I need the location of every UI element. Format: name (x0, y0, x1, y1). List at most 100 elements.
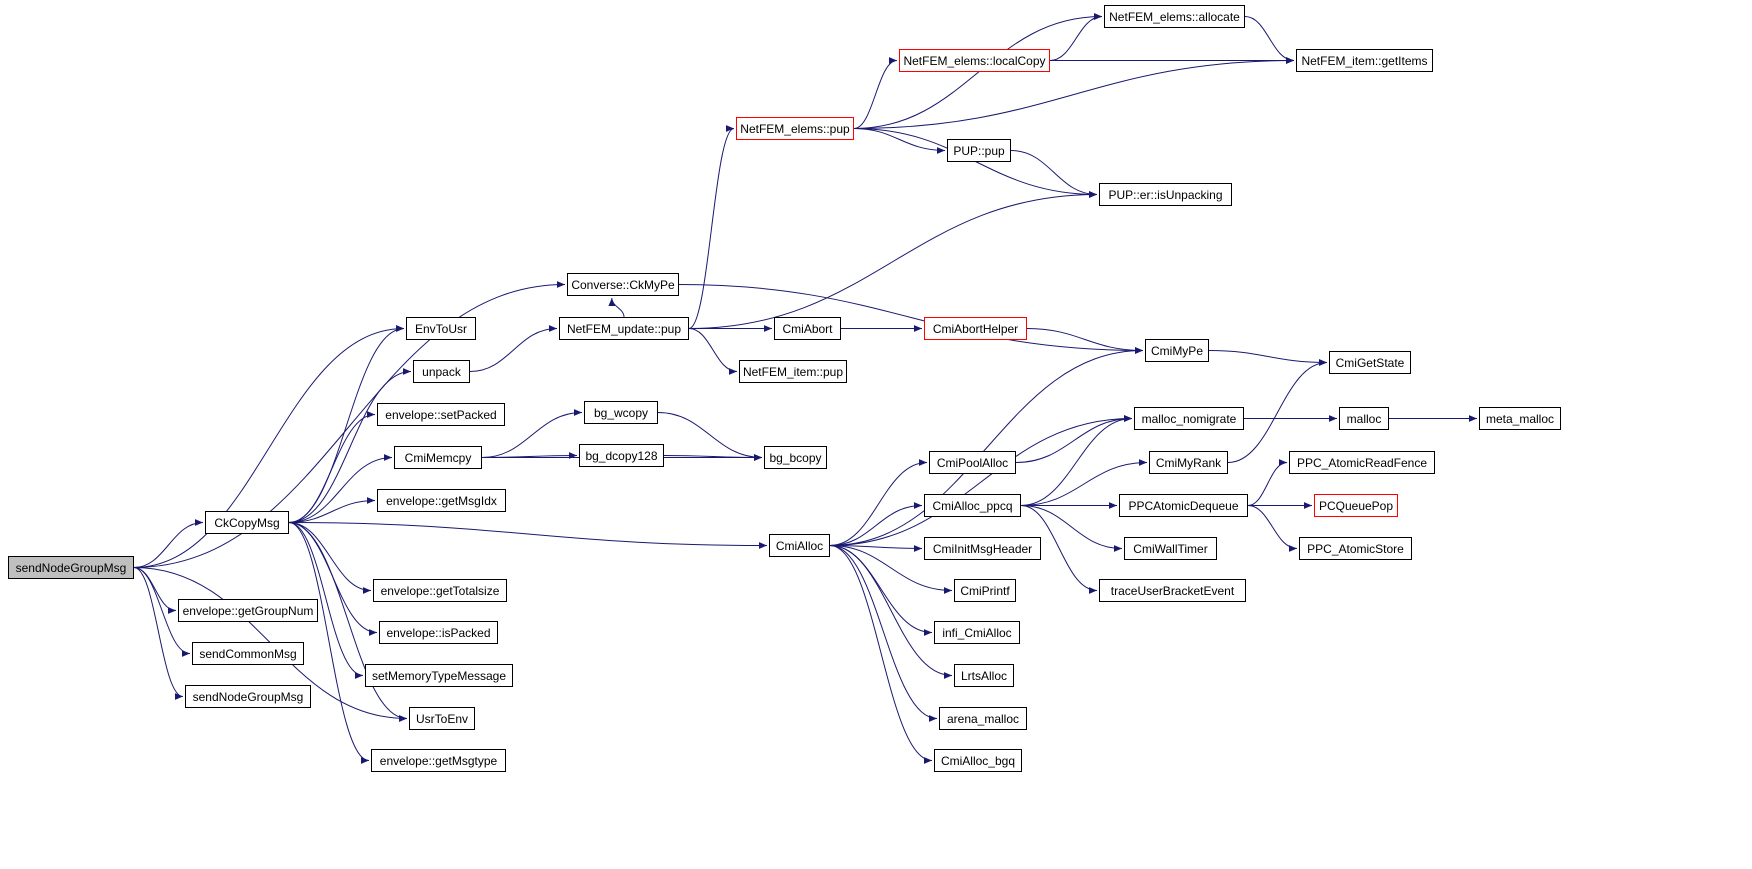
edge-CmiPoolAlloc-to-malloc_nomigrate (1015, 415, 1133, 463)
edge-NetFEM_elems_pup-to-NetFEM_elems_localCopy (853, 57, 898, 129)
graph-node-label: CmiAbort (782, 321, 833, 336)
graph-node-envelope_getGroupNum[interactable]: envelope::getGroupNum (178, 599, 318, 622)
graph-node-CmiAbortHelper[interactable]: CmiAbortHelper (924, 317, 1027, 340)
graph-node-label: PPC_AtomicStore (1307, 541, 1404, 556)
graph-node-arena_malloc[interactable]: arena_malloc (939, 707, 1027, 730)
graph-node-unpack[interactable]: unpack (413, 360, 470, 383)
graph-node-meta_malloc[interactable]: meta_malloc (1479, 407, 1561, 430)
graph-node-malloc_nomigrate[interactable]: malloc_nomigrate (1134, 407, 1244, 430)
graph-node-Converse_CkMyPe[interactable]: Converse::CkMyPe (567, 273, 679, 296)
graph-node-envelope_getTotalsize[interactable]: envelope::getTotalsize (373, 579, 507, 602)
graph-node-malloc[interactable]: malloc (1339, 407, 1389, 430)
graph-node-CmiAlloc_bgq[interactable]: CmiAlloc_bgq (934, 749, 1022, 772)
edge-CmiAlloc-to-CmiAlloc_bgq (829, 545, 933, 764)
graph-node-NetFEM_elems_pup[interactable]: NetFEM_elems::pup (736, 117, 854, 140)
edge-NetFEM_elems_pup-to-NetFEM_item_getItems (853, 57, 1295, 129)
edge-CmiMyPe-to-CmiGetState (1208, 350, 1328, 366)
edge-CkCopyMsg-to-envelope_getMsgtype (288, 522, 370, 764)
edge-CmiAlloc-to-arena_malloc (829, 545, 938, 722)
graph-node-infi_CmiAlloc[interactable]: infi_CmiAlloc (934, 621, 1020, 644)
graph-node-CmiGetState[interactable]: CmiGetState (1329, 351, 1411, 374)
graph-node-CmiInitMsgHeader[interactable]: CmiInitMsgHeader (924, 537, 1041, 560)
graph-node-label: envelope::isPacked (386, 625, 491, 640)
graph-node-CmiPrintf[interactable]: CmiPrintf (954, 579, 1016, 602)
edge-CkCopyMsg-to-setMemoryTypeMessage (288, 522, 364, 679)
graph-node-label: CmiGetState (1335, 355, 1405, 370)
graph-node-PUP_er_isUnpacking[interactable]: PUP::er::isUnpacking (1099, 183, 1232, 206)
edge-root-to-EnvToUsr (133, 325, 405, 568)
graph-node-CmiMemcpy[interactable]: CmiMemcpy (394, 446, 482, 469)
graph-node-envelope_getMsgIdx[interactable]: envelope::getMsgIdx (377, 489, 506, 512)
edge-CmiAlloc-to-CmiAlloc_ppcq (829, 502, 923, 546)
graph-node-bg_bcopy[interactable]: bg_bcopy (764, 446, 827, 469)
graph-node-label: PPCAtomicDequeue (1128, 498, 1239, 513)
graph-node-label: NetFEM_item::pup (742, 364, 844, 379)
graph-node-NetFEM_item_pup[interactable]: NetFEM_item::pup (739, 360, 847, 383)
graph-node-label: infi_CmiAlloc (942, 625, 1012, 640)
graph-node-CmiAlloc[interactable]: CmiAlloc (769, 534, 830, 557)
graph-node-bg_dcopy128[interactable]: bg_dcopy128 (579, 444, 664, 467)
graph-node-envelope_setPacked[interactable]: envelope::setPacked (377, 403, 505, 426)
graph-node-traceUserBracketEvent[interactable]: traceUserBracketEvent (1099, 579, 1246, 602)
graph-node-label: NetFEM_item::getItems (1301, 53, 1428, 68)
graph-node-CmiPoolAlloc[interactable]: CmiPoolAlloc (929, 451, 1016, 474)
graph-node-envelope_getMsgtype[interactable]: envelope::getMsgtype (371, 749, 506, 772)
edge-Converse_CkMyPe-to-CmiMyPe (678, 284, 1144, 354)
graph-node-CmiMyRank[interactable]: CmiMyRank (1149, 451, 1228, 474)
graph-node-label: bg_dcopy128 (585, 448, 658, 463)
graph-node-label: envelope::getGroupNum (182, 603, 314, 618)
graph-node-CmiAbort[interactable]: CmiAbort (774, 317, 841, 340)
graph-node-NetFEM_elems_localCopy[interactable]: NetFEM_elems::localCopy (899, 49, 1050, 72)
graph-node-PUP_pup[interactable]: PUP::pup (947, 139, 1011, 162)
graph-node-sendCommonMsg[interactable]: sendCommonMsg (192, 642, 304, 665)
graph-node-CkCopyMsg[interactable]: CkCopyMsg (205, 511, 289, 534)
graph-node-PCQueuePop[interactable]: PCQueuePop (1314, 494, 1398, 517)
graph-node-PPC_AtomicReadFence[interactable]: PPC_AtomicReadFence (1289, 451, 1435, 474)
edge-CkCopyMsg-to-CmiMemcpy (288, 454, 393, 523)
graph-node-NetFEM_item_getItems[interactable]: NetFEM_item::getItems (1296, 49, 1433, 72)
edge-CmiAlloc-to-malloc_nomigrate (829, 415, 1133, 546)
graph-node-label: meta_malloc (1485, 411, 1555, 426)
graph-node-CmiAlloc_ppcq[interactable]: CmiAlloc_ppcq (924, 494, 1021, 517)
edge-NetFEM_update_pup-to-PUP_er_isUnpacking (688, 191, 1098, 329)
graph-node-label: CmiPoolAlloc (936, 455, 1009, 470)
edge-root-to-CkCopyMsg (133, 519, 204, 568)
graph-node-label: envelope::getMsgtype (379, 753, 498, 768)
graph-node-label: unpack (422, 364, 461, 379)
graph-node-NetFEM_update_pup[interactable]: NetFEM_update::pup (559, 317, 689, 340)
graph-node-bg_wcopy[interactable]: bg_wcopy (584, 401, 658, 424)
edge-bg_dcopy128-to-bg_bcopy (663, 454, 763, 461)
graph-node-label: NetFEM_elems::allocate (1109, 9, 1240, 24)
graph-node-EnvToUsr[interactable]: EnvToUsr (406, 317, 476, 340)
edge-CkCopyMsg-to-envelope_getTotalsize (288, 522, 372, 594)
graph-node-LrtsAlloc[interactable]: LrtsAlloc (954, 664, 1014, 687)
edge-group (133, 13, 1477, 764)
graph-node-UsrToEnv[interactable]: UsrToEnv (409, 707, 475, 730)
edge-CkCopyMsg-to-unpack (288, 368, 412, 523)
edge-NetFEM_update_pup-to-Converse_CkMyPe (608, 297, 625, 318)
graph-node-PPC_AtomicStore[interactable]: PPC_AtomicStore (1299, 537, 1412, 560)
graph-node-CmiWallTimer[interactable]: CmiWallTimer (1124, 537, 1217, 560)
graph-node-label: NetFEM_elems::localCopy (903, 53, 1046, 68)
graph-node-sendNodeGroupMsg2[interactable]: sendNodeGroupMsg (185, 685, 311, 708)
graph-node-NetFEM_elems_allocate[interactable]: NetFEM_elems::allocate (1104, 5, 1245, 28)
graph-node-label: bg_wcopy (593, 405, 649, 420)
edge-CmiMyRank-to-CmiGetState (1227, 359, 1328, 463)
edge-CmiAlloc_ppcq-to-malloc_nomigrate (1020, 415, 1133, 506)
edge-root-to-sendCommonMsg (133, 567, 191, 657)
edge-CmiAlloc-to-CmiMyPe (829, 347, 1144, 546)
edge-NetFEM_update_pup-to-NetFEM_elems_pup (688, 125, 735, 329)
graph-node-root[interactable]: sendNodeGroupMsg (8, 556, 134, 579)
graph-node-PPCAtomicDequeue[interactable]: PPCAtomicDequeue (1119, 494, 1248, 517)
graph-node-label: malloc (1346, 411, 1382, 426)
edge-CmiMemcpy-to-bg_wcopy (481, 409, 583, 458)
edge-NetFEM_elems_pup-to-PUP_pup (853, 128, 946, 154)
graph-node-envelope_isPacked[interactable]: envelope::isPacked (379, 621, 498, 644)
graph-node-label: arena_malloc (946, 711, 1020, 726)
graph-node-label: UsrToEnv (415, 711, 468, 726)
graph-node-CmiMyPe[interactable]: CmiMyPe (1145, 339, 1209, 362)
graph-node-setMemoryTypeMessage[interactable]: setMemoryTypeMessage (365, 664, 513, 687)
graph-node-label: LrtsAlloc (960, 668, 1007, 683)
edge-CmiAlloc-to-infi_CmiAlloc (829, 545, 933, 636)
graph-node-label: PCQueuePop (1318, 498, 1394, 513)
